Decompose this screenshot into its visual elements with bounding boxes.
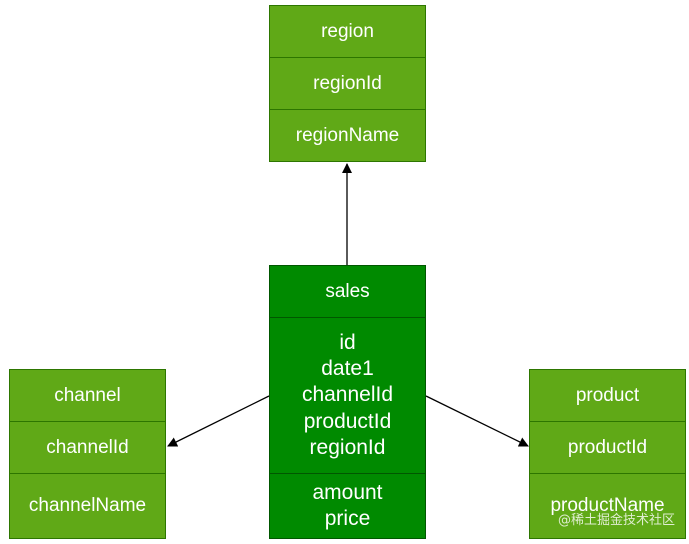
product-title: product [529, 369, 686, 422]
channel-title: channel [9, 369, 166, 422]
sales-field-productid: productId [303, 409, 392, 433]
channel-field-channelid: channelId [9, 421, 166, 474]
sales-title: sales [269, 265, 426, 318]
region-title: region [269, 5, 426, 58]
product-field-productname: productName [529, 473, 686, 539]
watermark: @稀土掘金技术社区 [557, 513, 675, 528]
region-field-regionname: regionName [269, 109, 426, 162]
region-field-regionid: regionId [269, 57, 426, 110]
arrow-sales-to-product [425, 395, 529, 447]
sales-field-price: price [324, 507, 371, 530]
product-field-productid: productId [529, 421, 686, 474]
channel-table: channel channelId channelName [9, 369, 166, 539]
region-table: region regionId regionName [269, 5, 426, 162]
channel-field-channelname: channelName [9, 473, 166, 539]
arrow-sales-to-channel [167, 395, 270, 447]
sales-field-regionid: regionId [309, 435, 386, 459]
sales-field-id: id [339, 330, 356, 354]
sales-table: sales id date1 channelId productId regio… [269, 265, 426, 539]
sales-measure-fields: amount price [269, 473, 426, 539]
sales-field-channelid: channelId [301, 383, 394, 407]
product-table: product productId productName [529, 369, 686, 539]
sales-field-amount: amount [312, 480, 383, 504]
sales-field-date1: date1 [321, 357, 374, 381]
sales-key-fields: id date1 channelId productId regionId [269, 317, 426, 474]
